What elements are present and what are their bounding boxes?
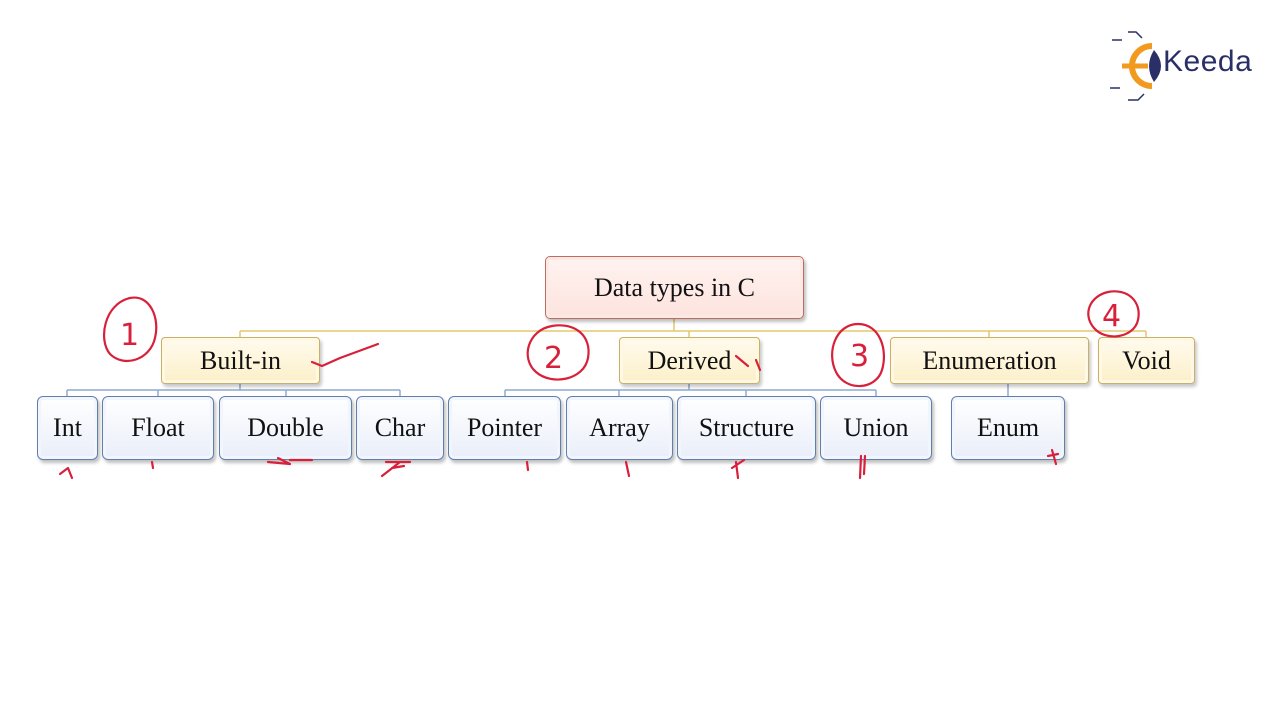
ekeeda-logo <box>1108 28 1268 104</box>
category-built-in: Built-in <box>161 337 320 384</box>
leaf-structure: Structure <box>677 396 816 460</box>
leaf-double: Double <box>219 396 352 460</box>
logo-text: Keeda <box>1163 45 1253 78</box>
leaf-pointer: Pointer <box>448 396 561 460</box>
leaf-array: Array <box>566 396 673 460</box>
leaf-enum: Enum <box>951 396 1065 460</box>
root-node-data-types: Data types in C <box>545 256 804 319</box>
leaf-char: Char <box>356 396 444 460</box>
category-derived: Derived <box>619 337 760 384</box>
leaf-int: Int <box>37 396 98 460</box>
ekeeda-logo-mark <box>1110 31 1161 101</box>
category-enumeration: Enumeration <box>890 337 1089 384</box>
leaf-union: Union <box>820 396 932 460</box>
leaf-float: Float <box>102 396 214 460</box>
category-void: Void <box>1098 337 1195 384</box>
